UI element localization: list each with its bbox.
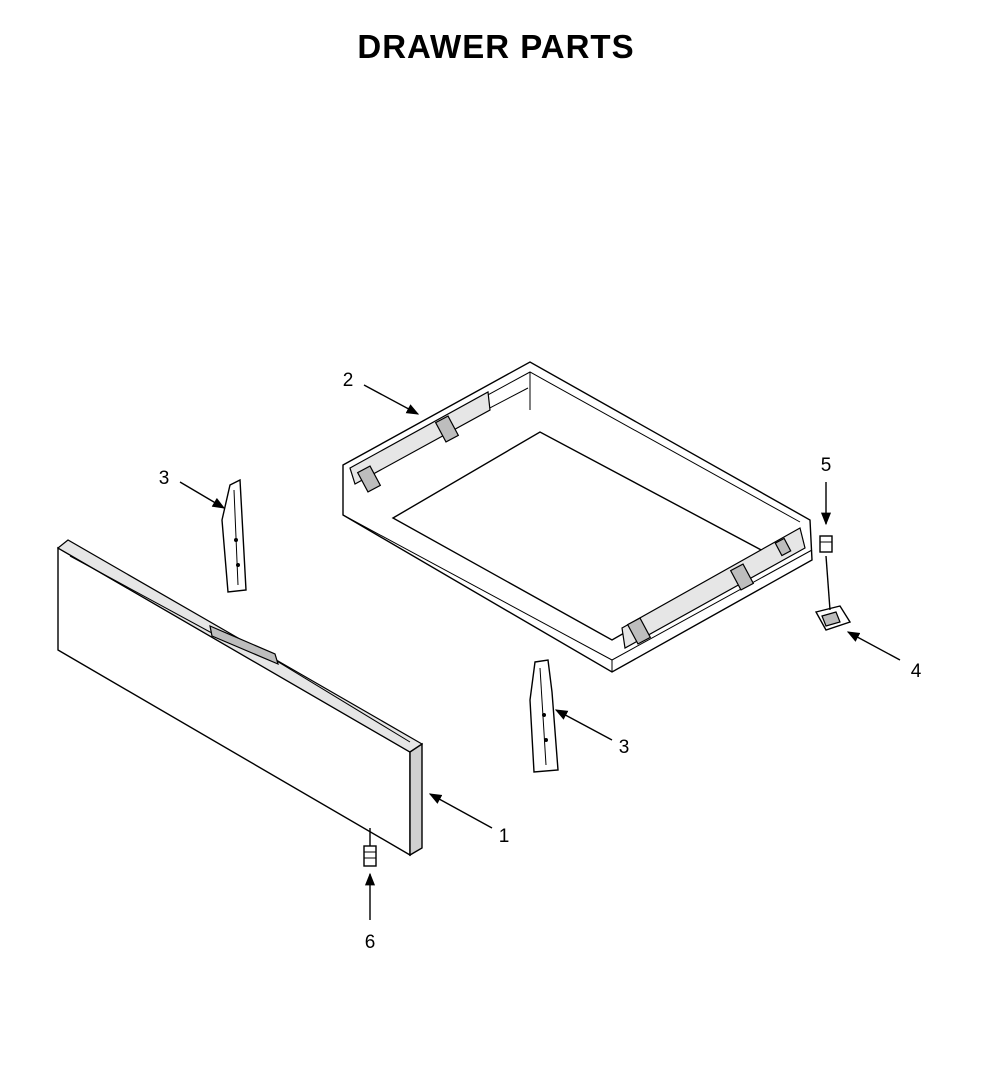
screw-part-6 — [363, 828, 377, 867]
drawer-body — [342, 361, 813, 673]
callout-2: 2 — [343, 370, 354, 391]
callout-3-right: 3 — [619, 737, 630, 758]
callout-1: 1 — [499, 826, 510, 847]
leader-lines — [179, 384, 901, 920]
bracket-part — [814, 605, 852, 631]
diagram-title: DRAWER PARTS — [357, 28, 635, 65]
callout-5: 5 — [821, 455, 832, 476]
screw-part-5 — [819, 535, 833, 611]
callout-6: 6 — [365, 932, 376, 953]
drawer-glide-left — [221, 478, 247, 593]
callout-4: 4 — [911, 661, 922, 682]
drawer-glide-right — [529, 659, 559, 773]
callout-3-left: 3 — [159, 468, 170, 489]
drawer-front-panel — [56, 539, 424, 857]
